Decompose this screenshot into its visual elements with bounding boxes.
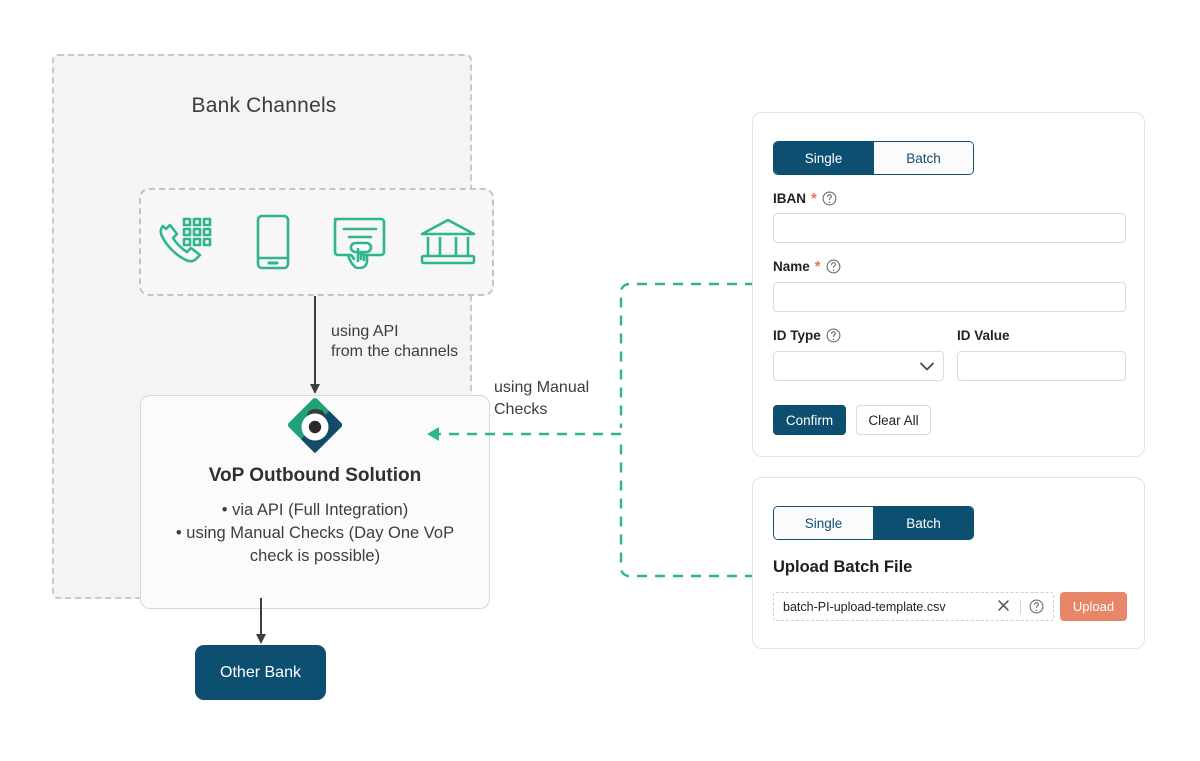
id-type-label: ID Type <box>773 328 821 343</box>
chevron-down-icon <box>920 359 934 374</box>
vop-solution-card: VoP Outbound Solution via API (Full Inte… <box>140 395 490 609</box>
tab-batch[interactable]: Batch <box>874 507 973 539</box>
api-flow-label: using API from the channels <box>331 323 459 360</box>
help-icon[interactable] <box>822 191 837 206</box>
chip-separator <box>1020 599 1021 614</box>
other-bank-flow-arrow <box>253 598 269 646</box>
help-icon[interactable] <box>1029 599 1044 614</box>
tab-divider <box>873 142 874 174</box>
vop-bullet-list: via API (Full Integration) using Manual … <box>141 499 489 568</box>
name-label-row: Name * <box>773 259 841 274</box>
batch-panel-tabs: Single Batch <box>773 506 974 540</box>
iban-input[interactable] <box>773 213 1126 243</box>
channels-icon-row <box>139 188 494 296</box>
mobile-phone-icon <box>242 211 304 273</box>
file-name-text: batch-PI-upload-template.csv <box>783 599 946 614</box>
other-bank-node[interactable]: Other Bank <box>195 645 326 700</box>
bank-channels-group: Bank Channels <box>52 54 494 609</box>
manual-checks-connector <box>425 270 765 590</box>
upload-button[interactable]: Upload <box>1060 592 1127 621</box>
tab-single[interactable]: Single <box>774 507 873 539</box>
tab-batch[interactable]: Batch <box>874 142 973 174</box>
iban-label: IBAN <box>773 191 806 206</box>
selected-file-chip: batch-PI-upload-template.csv <box>773 592 1054 621</box>
api-flow-arrow <box>307 296 323 396</box>
upload-batch-title: Upload Batch File <box>773 558 913 576</box>
vop-bullet-item: via API (Full Integration) <box>153 499 477 522</box>
group-title: Bank Channels <box>191 94 337 117</box>
tab-divider <box>873 507 874 539</box>
id-type-select[interactable] <box>773 351 944 381</box>
tab-single[interactable]: Single <box>774 142 873 174</box>
batch-upload-panel: Single Batch Upload Batch File batch-PI-… <box>752 477 1145 649</box>
id-value-label: ID Value <box>957 328 1010 343</box>
vop-bullet-item: using Manual Checks (Day One VoP check i… <box>153 522 477 568</box>
iban-label-row: IBAN * <box>773 191 837 206</box>
help-icon[interactable] <box>826 259 841 274</box>
single-check-panel: Single Batch IBAN * Name * <box>752 112 1145 457</box>
close-icon[interactable] <box>997 599 1012 614</box>
single-panel-tabs: Single Batch <box>773 141 974 175</box>
bank-branch-icon <box>417 211 479 273</box>
required-asterisk: * <box>814 257 821 275</box>
id-type-label-row: ID Type <box>773 328 841 343</box>
id-value-input[interactable] <box>957 351 1126 381</box>
clear-all-button[interactable]: Clear All <box>856 405 931 435</box>
name-label: Name <box>773 259 810 274</box>
name-input[interactable] <box>773 282 1126 312</box>
vop-card-title: VoP Outbound Solution <box>208 465 422 486</box>
manual-checks-label: using Manual Checks <box>494 379 590 418</box>
online-banking-click-icon <box>329 211 391 273</box>
confirm-button[interactable]: Confirm <box>773 405 846 435</box>
vop-brand-logo <box>286 397 344 458</box>
help-icon[interactable] <box>826 328 841 343</box>
phone-keypad-icon <box>154 211 216 273</box>
required-asterisk: * <box>811 189 817 207</box>
id-value-label-row: ID Value <box>957 328 1010 343</box>
